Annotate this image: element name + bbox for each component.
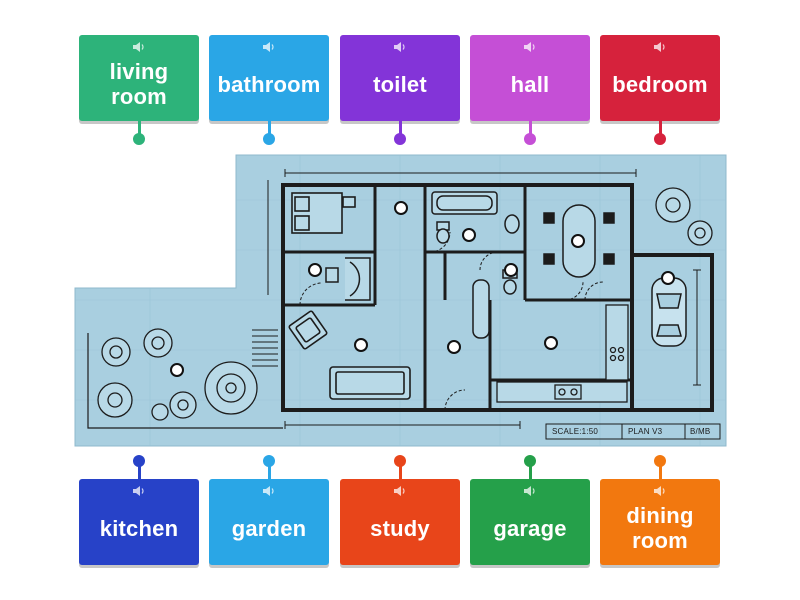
speaker-icon[interactable]	[132, 41, 146, 53]
connector-stem	[137, 121, 141, 137]
speaker-icon[interactable]	[653, 41, 667, 53]
tile-garage[interactable]: garage	[470, 479, 590, 565]
hotspot-garden[interactable]	[169, 362, 184, 377]
speaker-icon[interactable]	[523, 485, 537, 497]
connector-dot[interactable]	[524, 455, 536, 467]
connector-stem	[398, 463, 402, 480]
plan-version-label: PLAN V3	[628, 427, 663, 436]
connector-dot[interactable]	[654, 455, 666, 467]
connector-stem	[528, 463, 532, 480]
connector-dot[interactable]	[654, 133, 666, 145]
speaker-icon[interactable]	[393, 485, 407, 497]
tile-study[interactable]: study	[340, 479, 460, 565]
speaker-icon[interactable]	[393, 41, 407, 53]
connector-stem	[398, 121, 402, 137]
hotspot-bedroom[interactable]	[393, 200, 408, 215]
tile-label: study	[370, 515, 430, 541]
hotspot-study[interactable]	[307, 262, 322, 277]
speaker-icon[interactable]	[262, 485, 276, 497]
connector-stem	[658, 121, 662, 137]
connector-dot[interactable]	[394, 133, 406, 145]
plan-initials-label: B/MB	[690, 427, 711, 436]
speaker-icon[interactable]	[262, 41, 276, 53]
connector-stem	[528, 121, 532, 137]
connector-dot[interactable]	[133, 133, 145, 145]
tile-label: garden	[231, 515, 307, 541]
tile-kitchen[interactable]: kitchen	[79, 479, 199, 565]
tile-living-room[interactable]: living room	[79, 35, 199, 121]
connector-stem	[658, 463, 662, 480]
tile-label: bathroom	[217, 71, 321, 97]
tile-dining-room[interactable]: dining room	[600, 479, 720, 565]
hotspot-bathroom[interactable]	[461, 227, 476, 242]
tile-bedroom[interactable]: bedroom	[600, 35, 720, 121]
hotspot-garage[interactable]	[660, 270, 675, 285]
hotspot-dining-room[interactable]	[570, 233, 585, 248]
speaker-icon[interactable]	[523, 41, 537, 53]
tile-label: living room	[109, 59, 169, 109]
tile-label: bedroom	[612, 71, 708, 97]
speaker-icon[interactable]	[653, 485, 667, 497]
connector-dot[interactable]	[263, 455, 275, 467]
connector-stem	[137, 463, 141, 480]
tile-hall[interactable]: hall	[470, 35, 590, 121]
speaker-icon[interactable]	[132, 485, 146, 497]
connector-dot[interactable]	[524, 133, 536, 145]
hotspot-living-room[interactable]	[353, 337, 368, 352]
tile-bathroom[interactable]: bathroom	[209, 35, 329, 121]
tile-label: hall	[510, 71, 550, 97]
plan-scale-label: SCALE:1:50	[552, 427, 599, 436]
connector-dot[interactable]	[263, 133, 275, 145]
hotspot-kitchen[interactable]	[543, 335, 558, 350]
tile-label: toilet	[373, 71, 427, 97]
connector-dot[interactable]	[394, 455, 406, 467]
connector-stem	[267, 463, 271, 480]
tile-toilet[interactable]: toilet	[340, 35, 460, 121]
tile-label: kitchen	[99, 515, 179, 541]
tile-label: garage	[493, 515, 567, 541]
hotspot-hall[interactable]	[446, 339, 461, 354]
connector-stem	[267, 121, 271, 137]
tile-garden[interactable]: garden	[209, 479, 329, 565]
hotspot-toilet[interactable]	[503, 262, 518, 277]
connector-dot[interactable]	[133, 455, 145, 467]
tile-label: dining room	[626, 503, 694, 553]
